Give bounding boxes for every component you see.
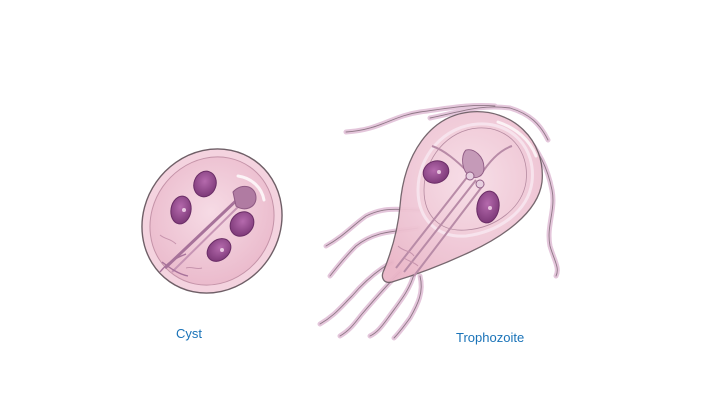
- trophozoite-highlight: [496, 120, 538, 158]
- cyst-illustration: [141, 148, 283, 294]
- median-bodies: [462, 149, 485, 189]
- cyst-axostyle: [159, 185, 257, 277]
- cyst-nucleus-2: [170, 195, 192, 225]
- axonemes: [395, 145, 513, 277]
- cyst-label: Cyst: [176, 326, 202, 341]
- cyst-nucleus-4: [206, 238, 232, 262]
- ventral-disc: [416, 122, 534, 238]
- trophozoite-illustration: [317, 102, 560, 341]
- cyst-nucleus-3: [229, 211, 255, 237]
- cyst-nucleus-1: [193, 170, 217, 198]
- trophozoite-nucleus-left: [422, 160, 450, 184]
- trophozoite-nucleus-right: [476, 190, 500, 224]
- cyst-highlight: [236, 174, 266, 202]
- trophozoite-label: Trophozoite: [456, 330, 525, 345]
- cyst-cytoplasm: [149, 156, 275, 286]
